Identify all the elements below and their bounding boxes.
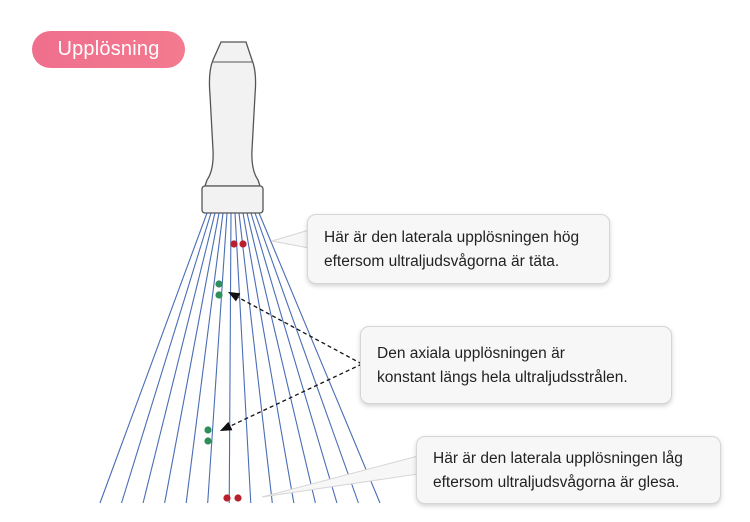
beam-line [121, 212, 212, 504]
red-dot [234, 494, 242, 502]
red-dot [223, 494, 231, 502]
callout-line: eftersom ultraljudsvågorna är täta. [324, 253, 560, 270]
beam-line [238, 212, 273, 504]
beam-line [254, 212, 359, 504]
red-dot [239, 240, 247, 248]
beam-line [207, 212, 228, 504]
dot-group [204, 240, 247, 502]
beam-line [246, 212, 316, 504]
title-badge: Upplösning [32, 31, 185, 68]
callout-lateral-high: Här är den laterala upplösningen hög eft… [307, 214, 610, 284]
callout-tail-top [271, 229, 310, 249]
beam-line [164, 212, 220, 504]
beam-line [242, 212, 295, 504]
callout-line: Den axiala upplösningen är [377, 345, 565, 362]
beam-line [234, 212, 252, 504]
beam-line [228, 212, 232, 504]
callout-lateral-low: Här är den laterala upplösningen låg eft… [416, 436, 721, 504]
ultrasound-beam [99, 212, 381, 504]
beam-line [185, 212, 224, 504]
green-dot [204, 426, 212, 434]
green-dot [215, 291, 223, 299]
callout-line: eftersom ultraljudsvågorna är glesa. [433, 474, 680, 491]
callout-tail-bottom [261, 455, 419, 498]
callout-line: Här är den laterala upplösningen hög [324, 229, 580, 246]
beam-line [142, 212, 216, 504]
dashed-arrow-lower [219, 363, 363, 431]
dashed-arrow-upper [227, 291, 363, 365]
ultrasound-probe-icon [201, 41, 264, 214]
green-dot [204, 437, 212, 445]
red-dot [230, 240, 238, 248]
callout-line: Här är den laterala upplösningen låg [433, 450, 683, 467]
beam-line [250, 212, 338, 504]
green-dot [215, 280, 223, 288]
beam-line [99, 212, 208, 504]
callout-line: konstant längs hela ultraljudsstrålen. [377, 369, 628, 386]
beam-line [258, 212, 381, 504]
callout-axial: Den axiala upplösningen är konstant läng… [360, 326, 672, 404]
